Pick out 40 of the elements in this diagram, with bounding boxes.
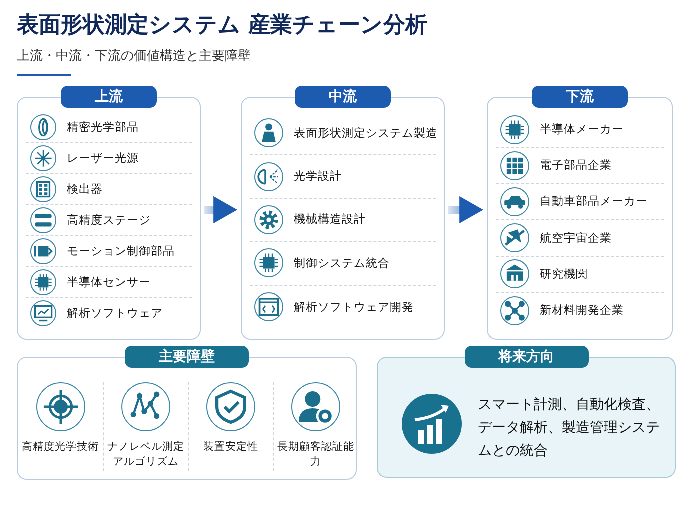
item-label: 機械構造設計 (294, 212, 366, 228)
item-label: 表面形状測定システム製造 (294, 126, 438, 141)
section-header: 中流 (295, 86, 391, 108)
list-row (26, 236, 192, 267)
section-header: 将来方向 (464, 346, 588, 368)
item-label: ナノレベル測定アルゴリズム (106, 440, 186, 470)
item-label: 解析ソフトウェア開発 (294, 300, 414, 315)
item-label: レーザー光源 (67, 150, 139, 166)
item-label: 研究機関 (540, 266, 588, 282)
title: 表面形状測定システム 産業チェーン分析 (17, 12, 428, 40)
item-label: 検出器 (67, 182, 103, 196)
item-label: 光学設計 (294, 169, 342, 184)
item-label: 高精度光学技術 (21, 440, 100, 455)
item-label: 電子部品企業 (540, 158, 612, 174)
arrow (204, 196, 238, 224)
item-label: 航空宇宙企業 (540, 230, 612, 246)
item-label: 解析ソフトウェア (67, 306, 163, 321)
item-label: 自動車部品メーカー (540, 194, 648, 210)
section-header: 上流 (61, 86, 157, 108)
section-header: 下流 (532, 86, 628, 108)
item-label: 制御システム統合 (294, 256, 390, 271)
list-row (26, 143, 192, 174)
item-label: 長期顧客認証能力 (276, 440, 356, 470)
list-row (496, 256, 664, 293)
item-label: 精密光学部品 (67, 120, 139, 134)
section-header: 主要障壁 (125, 346, 249, 368)
item-label: モーション制御部品 (67, 244, 175, 258)
item-label: 新材料開発企業 (540, 303, 624, 318)
item-label: 半導体センサー (67, 274, 151, 290)
list-row (26, 174, 192, 205)
item-label: 半導体メーカー (540, 122, 624, 138)
list-row (26, 267, 192, 298)
arrow (448, 196, 484, 224)
list-row (26, 205, 192, 236)
item-label: 高精度ステージ (67, 212, 151, 228)
list-row (496, 220, 664, 257)
description-text: スマート計測、自動化検査、データ解析、製造管理システムとの統合 (478, 396, 661, 462)
subtitle: 上流・中流・下流の価値構造と主要障壁 (17, 48, 251, 65)
list-row (26, 112, 192, 143)
item-label: 装置安定性 (202, 440, 260, 455)
